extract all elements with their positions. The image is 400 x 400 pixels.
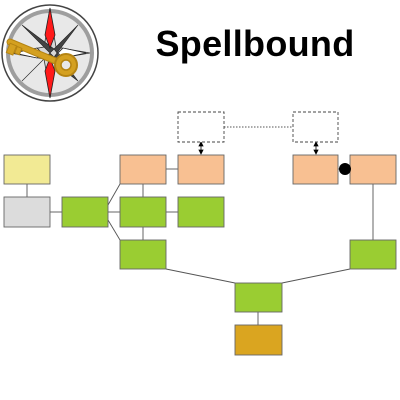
star-red-point-north-icon <box>44 7 56 50</box>
key-icon <box>5 38 78 77</box>
node-peach-4 <box>349 154 397 185</box>
node-green-bottom <box>234 282 283 313</box>
node-gray <box>3 196 51 228</box>
arrow-up-icon <box>198 141 204 147</box>
node-dashed-left <box>177 111 225 143</box>
node-dashed-right <box>292 111 339 143</box>
node-green-center-right <box>177 196 225 228</box>
double-arrows <box>198 141 319 155</box>
node-green-center-low <box>119 239 167 270</box>
node-peach-1 <box>119 154 167 185</box>
node-peach-2 <box>177 154 225 185</box>
connector-greenright-bottom <box>281 268 351 284</box>
compass-key-logo <box>1 4 99 102</box>
connector-green-peach <box>107 183 121 206</box>
node-green-right <box>349 239 397 270</box>
node-green-left <box>61 196 109 228</box>
node-yellow <box>3 154 51 185</box>
node-gold <box>234 324 283 356</box>
junction-dot-icon <box>339 163 351 175</box>
arrow-down-icon <box>313 149 319 155</box>
page-title: Spellbound <box>155 23 355 64</box>
node-layer <box>3 111 397 356</box>
arrow-down-icon <box>198 149 204 155</box>
connectors <box>26 126 374 325</box>
connector-greenlow-bottom <box>165 268 236 284</box>
node-green-center <box>119 196 167 228</box>
connector-green-centerlow <box>107 219 121 241</box>
node-peach-3 <box>292 154 339 185</box>
arrow-up-icon <box>313 141 319 147</box>
